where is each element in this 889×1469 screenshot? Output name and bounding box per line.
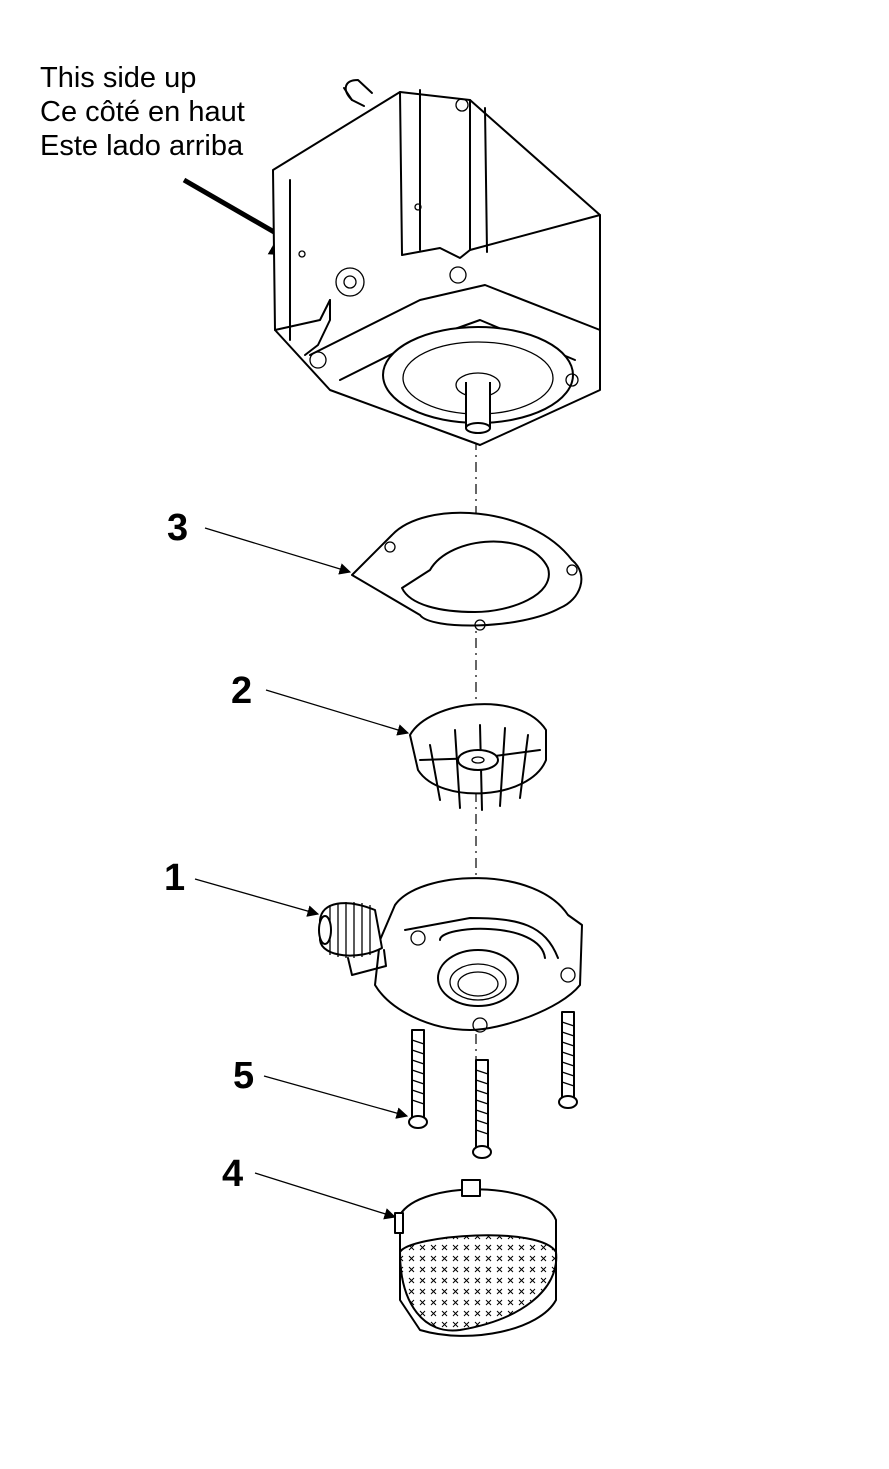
callout-3: 3 xyxy=(167,507,188,549)
leader-line-2 xyxy=(265,689,410,736)
callout-4: 4 xyxy=(222,1153,243,1195)
orientation-note: This side up Ce côté en haut Este lado a… xyxy=(40,62,245,162)
note-line-fr: Ce côté en haut xyxy=(40,96,245,128)
callout-1: 1 xyxy=(164,857,185,899)
leader-line-3 xyxy=(204,527,352,575)
leader-line-5 xyxy=(263,1075,409,1119)
callout-2: 2 xyxy=(231,670,252,712)
callout-5: 5 xyxy=(233,1055,254,1097)
leader-line-1 xyxy=(194,878,320,917)
leader-line-4 xyxy=(254,1172,397,1220)
motor-housing xyxy=(272,79,601,446)
pump-body-part-1 xyxy=(318,877,583,1033)
gasket-part-3 xyxy=(351,511,583,631)
impeller-part-2 xyxy=(409,703,547,811)
screw-set-part-5 xyxy=(408,1011,578,1159)
note-line-en: This side up xyxy=(40,62,196,94)
note-line-es: Este lado arriba xyxy=(40,130,244,162)
inlet-screen-part-4 xyxy=(394,1179,558,1337)
